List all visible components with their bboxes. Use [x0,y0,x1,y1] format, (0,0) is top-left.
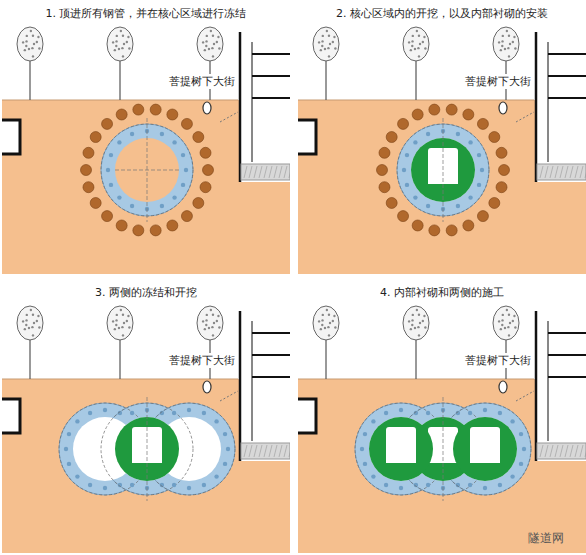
step-title: 4. 内部衬砌和两侧的施工 [380,285,504,300]
stage-panel: 4. 内部衬砌和两侧的施工菩提树下大街 [298,281,586,553]
construction-illustration [298,281,586,553]
stage-panel: 3. 两侧的冻结和开挖菩提树下大街 [2,281,290,553]
step-title: 3. 两侧的冻结和开挖 [95,285,197,300]
street-name: 菩提树下大街 [167,353,237,368]
street-name: 菩提树下大街 [463,74,533,89]
construction-illustration [298,2,586,274]
watermark: 隧道网 [528,530,564,547]
step-title: 2. 核心区域内的开挖，以及内部衬砌的安装 [336,6,548,21]
construction-illustration [2,281,290,553]
step-title: 1. 顶进所有钢管，并在核心区域进行冻结 [46,6,247,21]
street-name: 菩提树下大街 [167,74,237,89]
construction-illustration [2,2,290,274]
street-name: 菩提树下大街 [463,353,533,368]
stage-panel: 1. 顶进所有钢管，并在核心区域进行冻结菩提树下大街 [2,2,290,274]
stage-panel: 2. 核心区域内的开挖，以及内部衬砌的安装菩提树下大街 [298,2,586,274]
